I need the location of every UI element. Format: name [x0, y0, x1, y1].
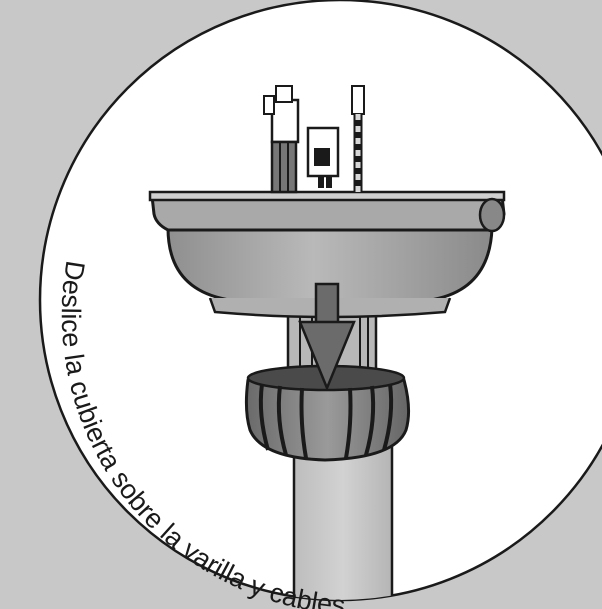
downrod [294, 445, 392, 609]
